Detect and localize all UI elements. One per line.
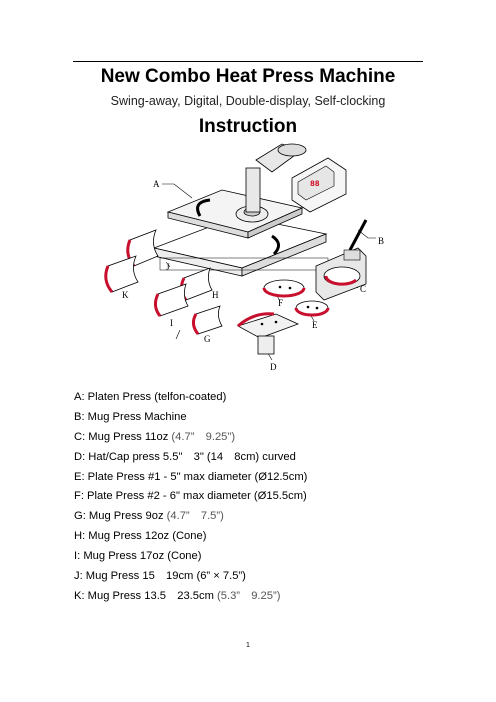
list-item: I: Mug Press 17oz (Cone): [74, 547, 307, 567]
label-c: C: [360, 284, 366, 294]
document-title: New Combo Heat Press Machine: [100, 66, 396, 87]
mug-press-machine: [315, 219, 368, 301]
item-text: C: Mug Press 11oz: [74, 430, 172, 443]
document-subtitle: Swing-away, Digital, Double-display, Sel…: [110, 94, 386, 108]
list-item: A: Platen Press (telfon-coated): [74, 388, 307, 408]
label-e: E: [312, 320, 318, 330]
list-item: H: Mug Press 12oz (Cone): [74, 527, 307, 547]
item-text: G: Mug Press 9oz: [74, 510, 167, 523]
item-text: I: Mug Press 17oz (Cone): [74, 550, 202, 563]
machine-illustration: 88 A B C D E: [104, 143, 384, 372]
label-k: K: [122, 290, 129, 300]
item-text: F: Plate Press #2 - 6" max diameter (Ø15…: [74, 490, 307, 503]
item-text: H: Mug Press 12oz (Cone): [74, 530, 207, 543]
item-dimension: (4.7” 7.5”): [166, 510, 224, 523]
label-i: I: [170, 318, 173, 328]
item-dimension: (4.7” 9.25"): [171, 430, 236, 443]
label-a: A: [153, 179, 160, 189]
list-item: F: Plate Press #2 - 6" max diameter (Ø15…: [74, 487, 307, 507]
label-j: J: [166, 262, 170, 272]
platen-press: 88: [152, 143, 347, 277]
label-b: B: [378, 236, 384, 246]
list-item: K: Mug Press 13.5 23.5cm (5.3” 9.25”): [74, 587, 307, 607]
list-item: D: Hat/Cap press 5.5" 3" (14 8cm) curved: [74, 448, 307, 468]
list-item: C: Mug Press 11oz (4.7” 9.25"): [74, 428, 307, 448]
list-item: B: Mug Press Machine: [74, 408, 307, 428]
item-text: B: Mug Press Machine: [74, 410, 187, 423]
list-item: E: Plate Press #1 - 5" max diameter (Ø12…: [74, 468, 307, 488]
page-number: 1: [246, 642, 250, 649]
item-text: D: Hat/Cap press 5.5" 3" (14 8cm) curved: [74, 450, 296, 463]
label-h: H: [212, 290, 219, 300]
item-text: E: Plate Press #1 - 5" max diameter (Ø12…: [74, 470, 308, 483]
item-text: J: Mug Press 15 19cm (6” × 7.5”): [74, 570, 246, 583]
label-g: G: [204, 334, 211, 344]
item-dimension: (5.3” 9.25”): [217, 589, 281, 602]
hat-press: [236, 312, 300, 355]
label-d: D: [270, 362, 277, 372]
list-item: G: Mug Press 9oz (4.7” 7.5”): [74, 507, 307, 527]
header-rule: [73, 61, 423, 62]
mug-elements: [104, 229, 223, 335]
parts-list: A: Platen Press (telfon-coated) B: Mug P…: [74, 388, 307, 607]
svg-text:88: 88: [310, 180, 320, 189]
list-item: J: Mug Press 15 19cm (6” × 7.5”): [74, 567, 307, 587]
item-text: K: Mug Press 13.5 23.5cm: [74, 589, 218, 602]
label-f: F: [278, 298, 283, 308]
item-text: A: Platen Press (telfon-coated): [74, 391, 227, 403]
plate-presses: [262, 279, 330, 317]
section-heading: Instruction: [198, 116, 298, 137]
